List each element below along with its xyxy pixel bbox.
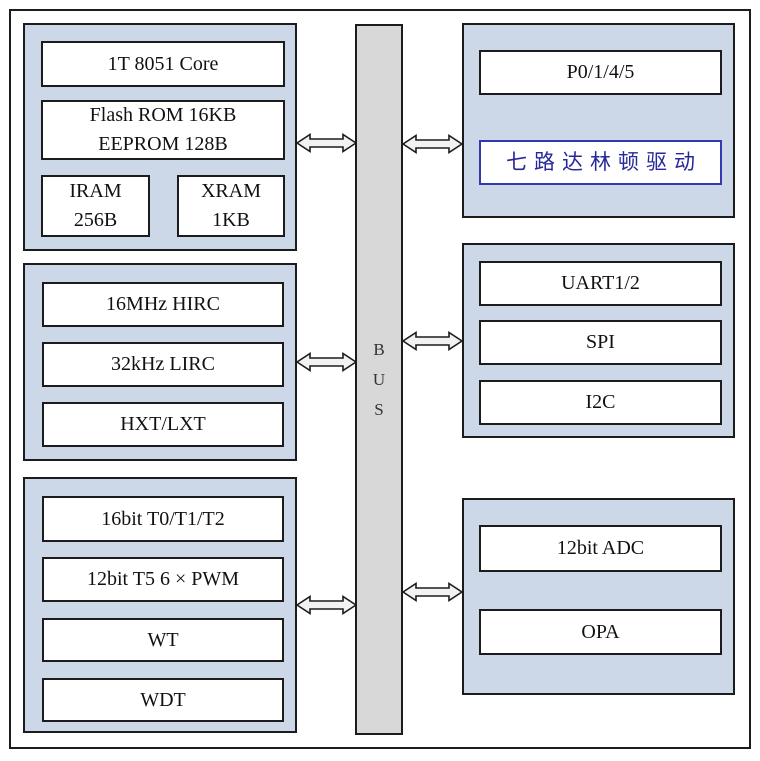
group-comm: UART1/2 SPI I2C [462, 243, 735, 438]
group-timers: 16bit T0/T1/T2 12bit T5 6 × PWM WT WDT [23, 477, 297, 733]
block-wdt: WDT [42, 678, 284, 722]
block-hxt-lxt: HXT/LXT [42, 402, 284, 447]
bus-bar: B U S [355, 24, 403, 735]
bus-arrow-clocks-icon [296, 349, 357, 375]
block-darlington-driver: 七路达林顿驱动 [479, 140, 722, 185]
block-xram: XRAM 1KB [177, 175, 285, 237]
diagram-outer-border [9, 9, 751, 749]
block-adc: 12bit ADC [479, 525, 722, 572]
block-lirc: 32kHz LIRC [42, 342, 284, 387]
group-ports: P0/1/4/5 七路达林顿驱动 [462, 23, 735, 218]
block-iram: IRAM 256B [41, 175, 150, 237]
bus-arrow-timers-icon [296, 592, 357, 618]
bus-arrow-core-icon [296, 130, 357, 156]
block-timers-t012: 16bit T0/T1/T2 [42, 496, 284, 542]
block-spi: SPI [479, 320, 722, 365]
block-wt: WT [42, 618, 284, 662]
bus-letter-b: B [373, 339, 385, 359]
block-hirc: 16MHz HIRC [42, 282, 284, 327]
group-core: 1T 8051 Core Flash ROM 16KB EEPROM 128B … [23, 23, 297, 251]
block-t5-pwm: 12bit T5 6 × PWM [42, 557, 284, 602]
block-ports-p0145: P0/1/4/5 [479, 50, 722, 95]
bus-letter-u: U [372, 369, 386, 389]
block-uart: UART1/2 [479, 261, 722, 306]
bus-arrow-comm-icon [402, 328, 463, 354]
group-analog: 12bit ADC OPA [462, 498, 735, 695]
bus-arrow-analog-icon [402, 579, 463, 605]
bus-letter-s: S [374, 399, 384, 419]
block-opa: OPA [479, 609, 722, 655]
block-8051-core: 1T 8051 Core [41, 41, 285, 87]
group-clocks: 16MHz HIRC 32kHz LIRC HXT/LXT [23, 263, 297, 461]
bus-arrow-ports-icon [402, 131, 463, 157]
block-flash-eeprom: Flash ROM 16KB EEPROM 128B [41, 100, 285, 160]
block-i2c: I2C [479, 380, 722, 425]
